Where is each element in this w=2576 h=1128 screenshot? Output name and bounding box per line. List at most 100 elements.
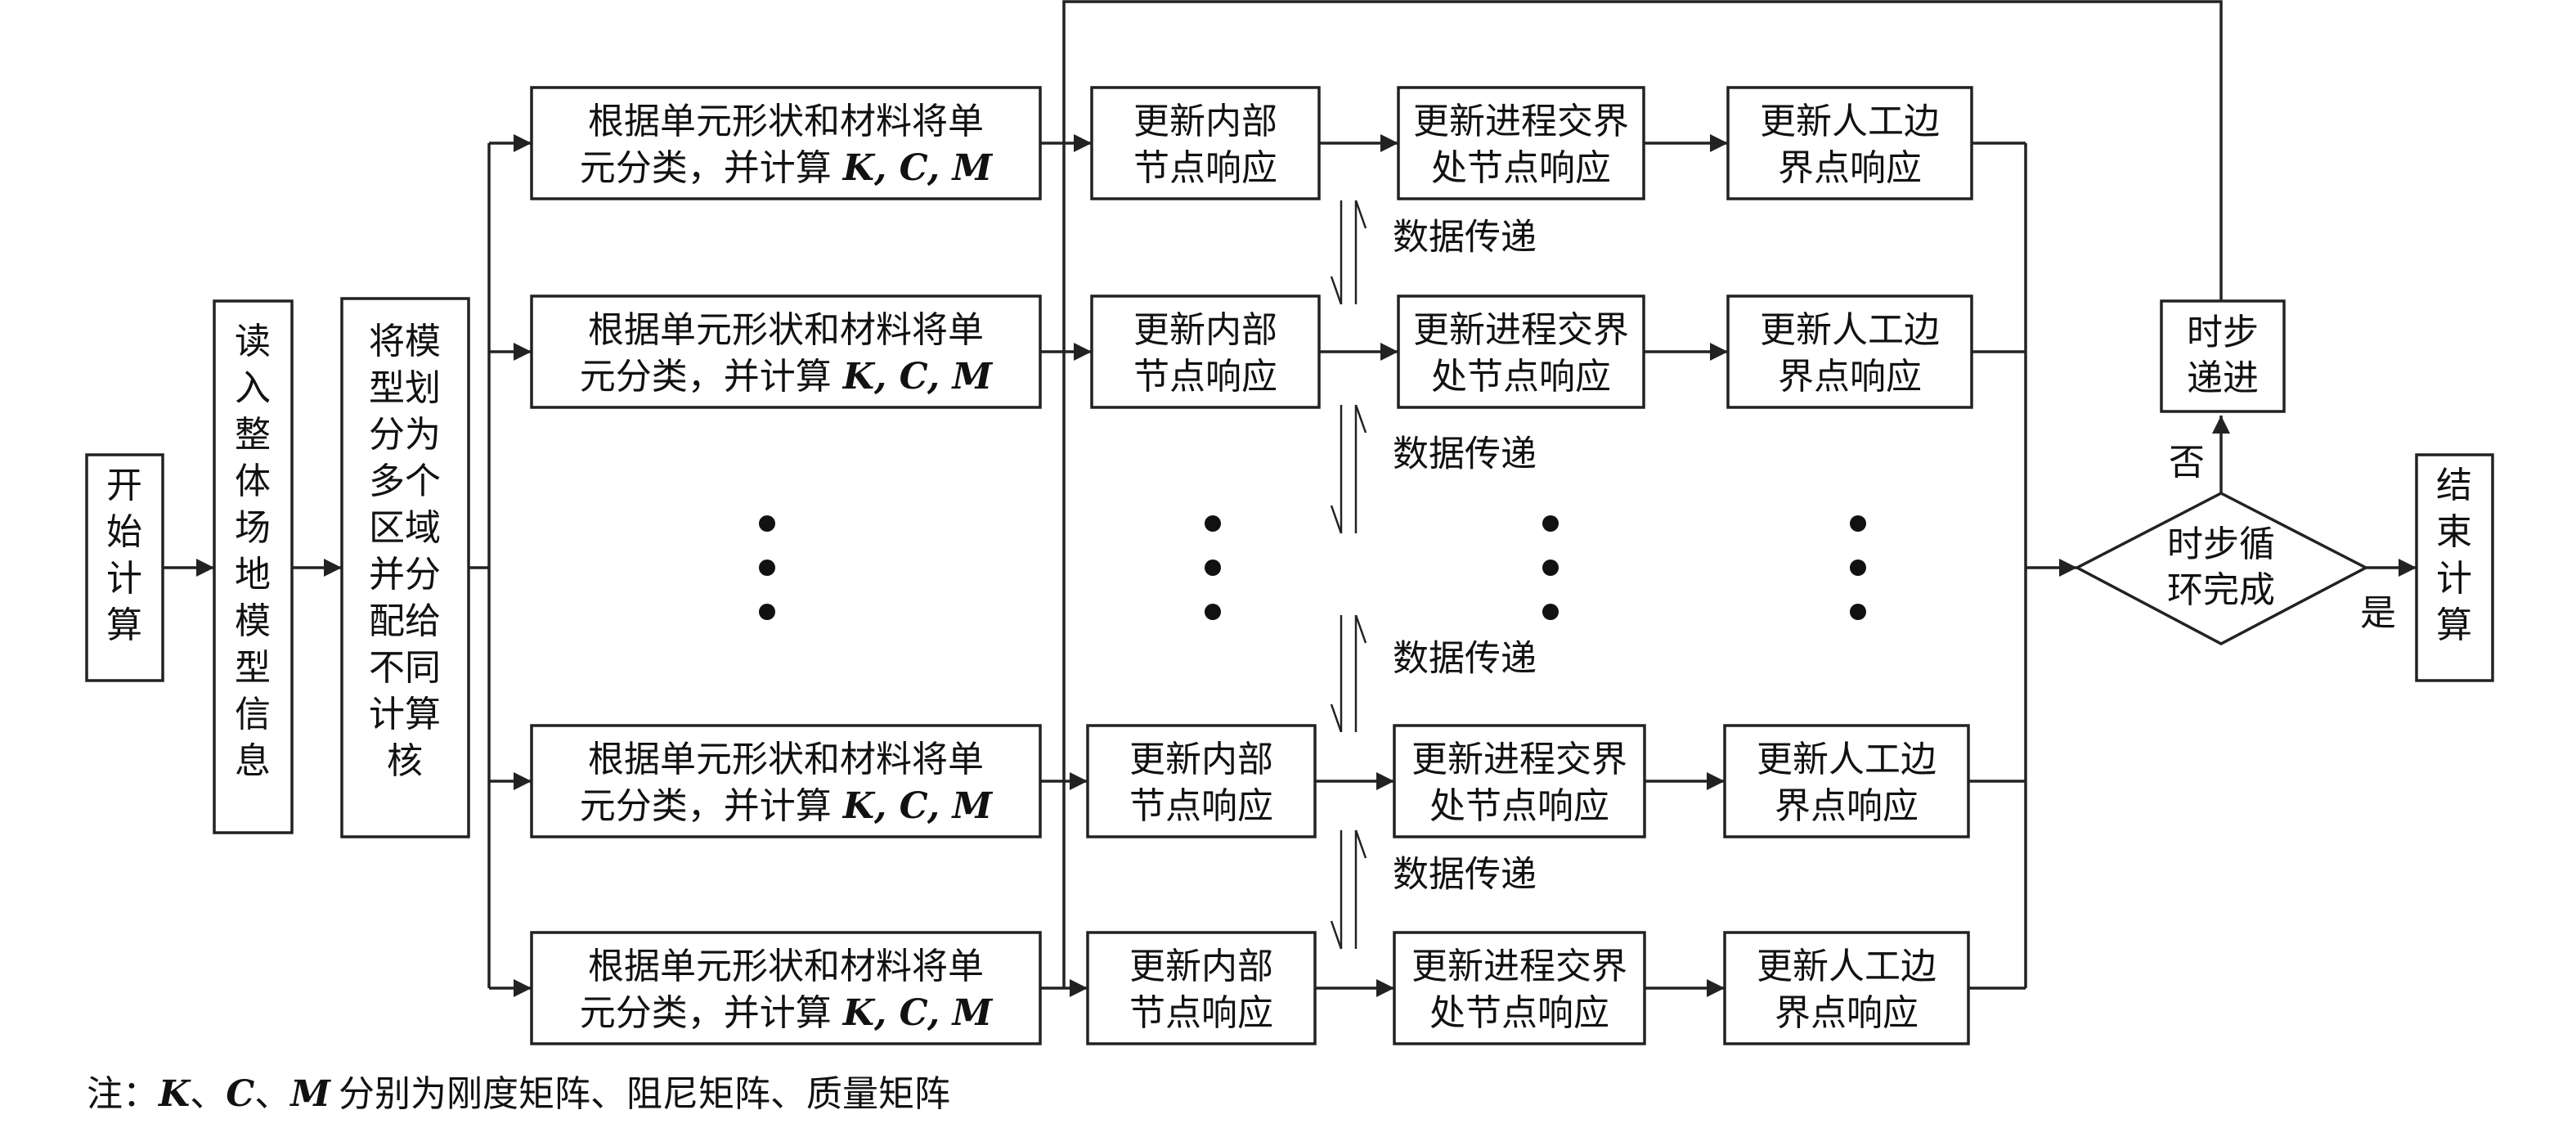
boundary-node-line: 更新人工边: [1760, 101, 1940, 142]
footnote-k: K: [157, 1073, 191, 1115]
transfer-up-barb: [1354, 404, 1367, 434]
classify-line2: 元分类，并计算 K, C, M: [580, 992, 994, 1034]
interface-node-box: [1397, 86, 1645, 200]
footnote-sep2: 、: [254, 1073, 290, 1115]
classify-prefix: 元分类，并计算: [580, 147, 843, 189]
data-transfer-label: 数据传递: [1393, 217, 1537, 258]
start-label: 开始计算: [106, 465, 142, 646]
internal-node-line: 更新内部: [1133, 309, 1277, 351]
boundary-node-line: 界点响应: [1778, 147, 1922, 189]
decision-diamond: [2074, 492, 2369, 645]
classify-prefix: 元分类，并计算: [580, 785, 843, 827]
matrix-symbol: C,: [900, 356, 953, 398]
interface-node-line: 处节点响应: [1429, 785, 1609, 827]
transfer-down-barb: [1330, 276, 1343, 305]
internal-node-line: 节点响应: [1129, 992, 1273, 1034]
matrix-symbol: M: [951, 992, 994, 1034]
footnote-prefix: 注：: [87, 1073, 159, 1115]
matrix-symbol: K,: [841, 785, 900, 827]
ellipsis-dot: [1850, 604, 1866, 620]
transfer-up-barb: [1354, 614, 1367, 644]
ellipsis-dot: [1542, 515, 1559, 532]
classify-line2: 元分类，并计算 K, C, M: [580, 356, 994, 398]
boundary-node-line: 界点响应: [1778, 356, 1922, 398]
interface-node-box: [1393, 724, 1646, 838]
boundary-node-line: 更新人工边: [1757, 739, 1936, 780]
interface-node-line: 处节点响应: [1431, 356, 1611, 398]
internal-node-line: 节点响应: [1133, 147, 1277, 189]
boundary-node-line: 更新人工边: [1760, 309, 1940, 351]
internal-node-line: 节点响应: [1129, 785, 1273, 827]
matrix-symbol: M: [951, 785, 994, 827]
read-model-label: 读入整体场地模型信息: [235, 321, 271, 782]
transfer-down-barb: [1330, 920, 1343, 950]
classify-box: [530, 724, 1042, 838]
matrix-symbol: C,: [900, 785, 953, 827]
ellipsis-dot: [1542, 560, 1559, 576]
classify-line1: 根据单元形状和材料将单: [588, 739, 984, 780]
boundary-node-box: [1726, 86, 1973, 200]
footnote-suffix: 分别为刚度矩阵、阻尼矩阵、质量矩阵: [339, 1073, 950, 1115]
ellipsis-dot: [1850, 560, 1866, 576]
classify-line2: 元分类，并计算 K, C, M: [580, 785, 994, 827]
interface-node-line: 处节点响应: [1431, 147, 1611, 189]
classify-box: [530, 86, 1042, 200]
matrix-symbol: K,: [841, 992, 900, 1034]
data-transfer-label: 数据传递: [1393, 434, 1537, 475]
internal-node-box: [1090, 294, 1321, 409]
classify-prefix: 元分类，并计算: [580, 992, 843, 1034]
decision-label-line2: 环完成: [2167, 569, 2275, 611]
internal-node-box: [1090, 86, 1321, 200]
boundary-node-box: [1726, 294, 1973, 409]
boundary-node-box: [1723, 931, 1970, 1045]
ellipsis-dot: [1850, 515, 1866, 532]
matrix-symbol: C,: [900, 147, 953, 189]
ellipsis-dot: [759, 560, 775, 576]
matrix-symbol: M: [951, 356, 994, 398]
boundary-node-line: 界点响应: [1775, 785, 1919, 827]
ellipsis-dot: [1205, 560, 1221, 576]
boundary-node-line: 更新人工边: [1757, 946, 1936, 987]
internal-node-box: [1086, 724, 1317, 838]
decision-label-line1: 时步循: [2167, 524, 2275, 565]
classify-line1: 根据单元形状和材料将单: [588, 946, 984, 987]
internal-node-line: 更新内部: [1133, 101, 1277, 142]
interface-node-line: 处节点响应: [1429, 992, 1609, 1034]
internal-node-line: 更新内部: [1129, 946, 1273, 987]
interface-node-line: 更新进程交界: [1411, 739, 1627, 780]
matrix-symbol: K,: [841, 356, 900, 398]
internal-node-line: 节点响应: [1133, 356, 1277, 398]
interface-node-box: [1397, 294, 1645, 409]
internal-node-line: 更新内部: [1129, 739, 1273, 780]
end-box: [2415, 453, 2494, 682]
internal-node-box: [1086, 931, 1317, 1045]
classify-line1: 根据单元形状和材料将单: [588, 309, 984, 351]
data-transfer-label: 数据传递: [1393, 638, 1537, 680]
ellipsis-dot: [759, 604, 775, 620]
partition-label: 将模型划分为多个区域并分配给不同计算核: [369, 321, 441, 782]
matrix-symbol: M: [951, 147, 994, 189]
boundary-node-line: 界点响应: [1775, 992, 1919, 1034]
interface-node-line: 更新进程交界: [1413, 309, 1629, 351]
read-model-box: [213, 299, 294, 834]
footnote-m: M: [289, 1073, 331, 1115]
transfer-up-barb: [1354, 200, 1367, 229]
no-label: 否: [2169, 442, 2205, 483]
ellipsis-dots: [759, 515, 1866, 620]
transfer-up-barb: [1354, 829, 1367, 859]
data-transfer-label: 数据传递: [1393, 854, 1537, 896]
classify-box: [530, 294, 1042, 409]
footnote-c: C: [226, 1073, 254, 1115]
data-transfer: 数据传递: [1330, 200, 1537, 305]
data-transfer: 数据传递: [1330, 614, 1537, 733]
classify-prefix: 元分类，并计算: [580, 356, 843, 398]
classify-box: [530, 931, 1042, 1045]
end-label: 结束计算: [2436, 465, 2472, 646]
boundary-node-box: [1723, 724, 1970, 838]
ellipsis-dot: [1205, 604, 1221, 620]
